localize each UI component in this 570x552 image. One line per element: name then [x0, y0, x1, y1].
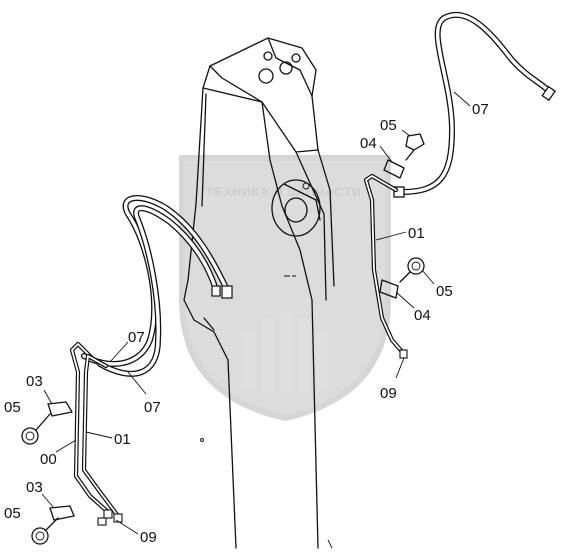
part-label-05: 05: [4, 505, 21, 522]
part-label-05: 05: [380, 117, 397, 134]
pipe-left: [69, 341, 123, 526]
part-label-01: 01: [114, 431, 131, 448]
watermark-top-text: ТЕХНИКА И ЗАПЧАСТИ: [206, 185, 362, 199]
part-label-04: 04: [360, 135, 377, 152]
hose-fitting: [393, 186, 405, 198]
clamp-left-top: [47, 401, 73, 417]
hose-fitting: [541, 85, 557, 102]
watermark-wheat-icon: [244, 312, 328, 392]
part-label-00: 00: [40, 451, 57, 468]
bolt-icon: [399, 257, 425, 283]
bolt-icon: [21, 413, 51, 445]
bolt-icon: [31, 517, 59, 545]
part-label-09: 09: [380, 385, 397, 402]
part-label-01: 01: [408, 225, 425, 242]
boom-structure: [183, 37, 335, 549]
part-label-05: 05: [4, 399, 21, 416]
part-label-05: 05: [436, 283, 453, 300]
hose-left: [81, 194, 233, 377]
part-label-09: 09: [140, 529, 157, 546]
leader-lines: [41, 91, 471, 535]
hose-right: [393, 12, 557, 198]
part-label-07: 07: [128, 329, 145, 346]
clamp-right-top: [383, 159, 405, 179]
part-label-03: 03: [26, 479, 43, 496]
clamp-right-bottom: [379, 279, 399, 299]
part-labels: 07 05 04 01 05 04 09 07 07 03 05 01 00 0…: [4, 101, 489, 546]
clamp-left-bottom: [49, 505, 75, 521]
part-label-07: 07: [472, 101, 489, 118]
pipe-right: [363, 173, 408, 359]
part-label-04: 04: [414, 307, 431, 324]
part-label-03: 03: [26, 373, 43, 390]
part-label-07: 07: [144, 399, 161, 416]
bolt-icon: [405, 133, 425, 161]
